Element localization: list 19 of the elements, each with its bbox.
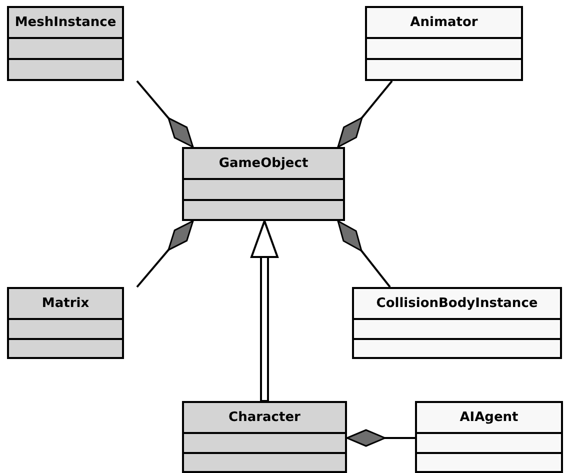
class-box [415, 401, 563, 473]
class-box [182, 147, 345, 221]
class-name: CollisionBodyInstance [376, 296, 538, 311]
class-box [182, 401, 347, 473]
class-name: Matrix [42, 296, 90, 311]
class-box [352, 287, 562, 359]
aggregation-line [346, 429, 415, 447]
class-box [7, 6, 124, 81]
class-name: Animator [410, 15, 478, 30]
class-name: AIAgent [460, 410, 518, 425]
class-box [365, 6, 523, 81]
aggregation-line [136, 80, 194, 148]
class-name: Character [228, 410, 300, 425]
aggregation-line [136, 220, 194, 288]
class-name: MeshInstance [14, 15, 116, 30]
aggregation-line [337, 220, 391, 288]
aggregation-line [337, 80, 393, 148]
class-name: GameObject [218, 156, 308, 171]
class-box [7, 287, 124, 359]
